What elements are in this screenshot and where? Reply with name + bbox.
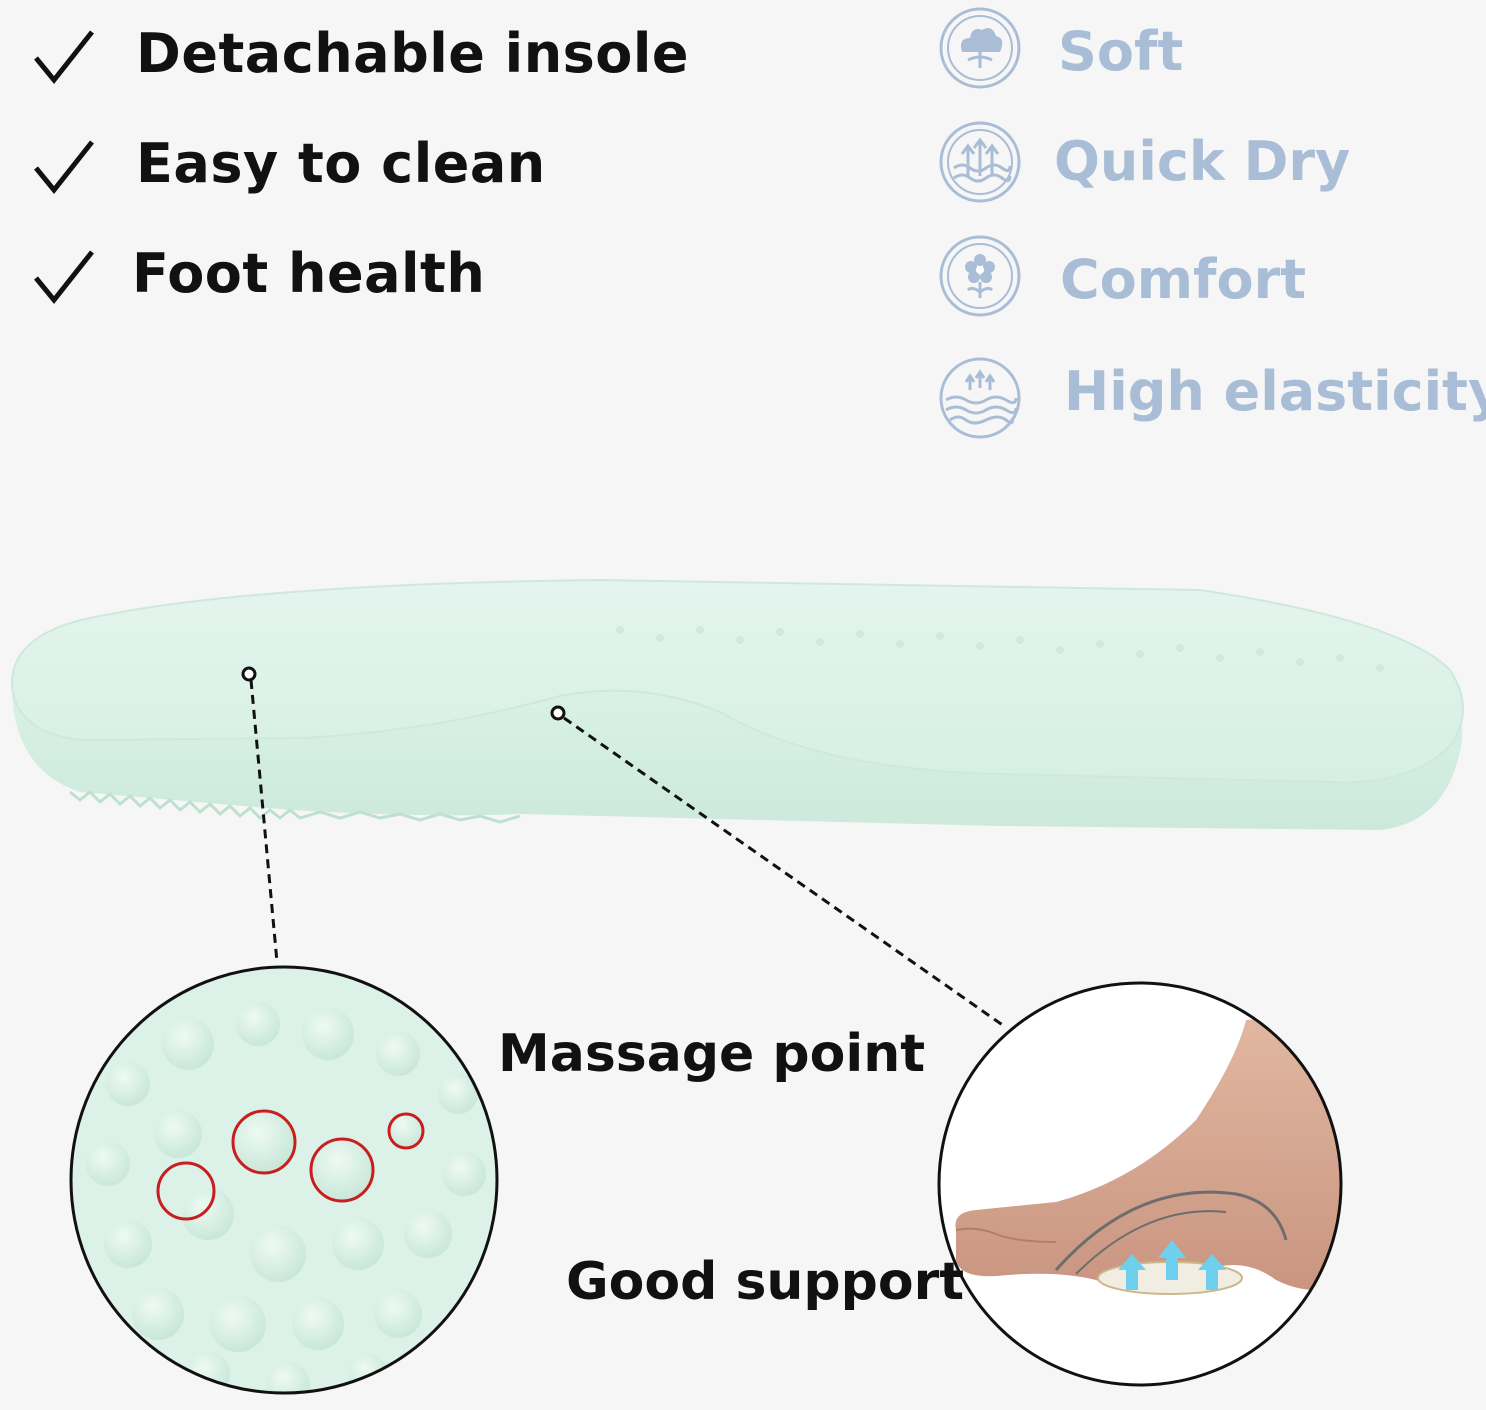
arch-support-zoom [937, 981, 1343, 1387]
feature-high-elasticity: High elasticity [1064, 360, 1486, 423]
quick-dry-icon [939, 121, 1021, 203]
checkmark-icon [34, 139, 94, 194]
checklist-item-detachable: Detachable insole [30, 22, 689, 85]
good-support-label: Good support [566, 1252, 965, 1312]
checklist-label: Foot health [132, 242, 486, 305]
elasticity-icon [939, 357, 1021, 439]
checkmark-icon [34, 249, 94, 304]
feature-quick-dry: Quick Dry [1054, 130, 1351, 193]
checklist-item-foot-health: Foot health [30, 242, 485, 305]
flower-icon [939, 235, 1021, 317]
massage-point-zoom [69, 965, 499, 1395]
massage-point-label: Massage point [498, 1024, 926, 1084]
checklist-label: Detachable insole [136, 22, 690, 85]
cotton-icon [939, 7, 1021, 89]
feature-comfort: Comfort [1060, 248, 1307, 311]
feature-soft: Soft [1058, 20, 1184, 83]
insole-image [10, 578, 1464, 830]
checkmark-icon [34, 29, 94, 84]
checklist-item-easy-clean: Easy to clean [30, 132, 546, 195]
checklist-label: Easy to clean [136, 132, 546, 195]
